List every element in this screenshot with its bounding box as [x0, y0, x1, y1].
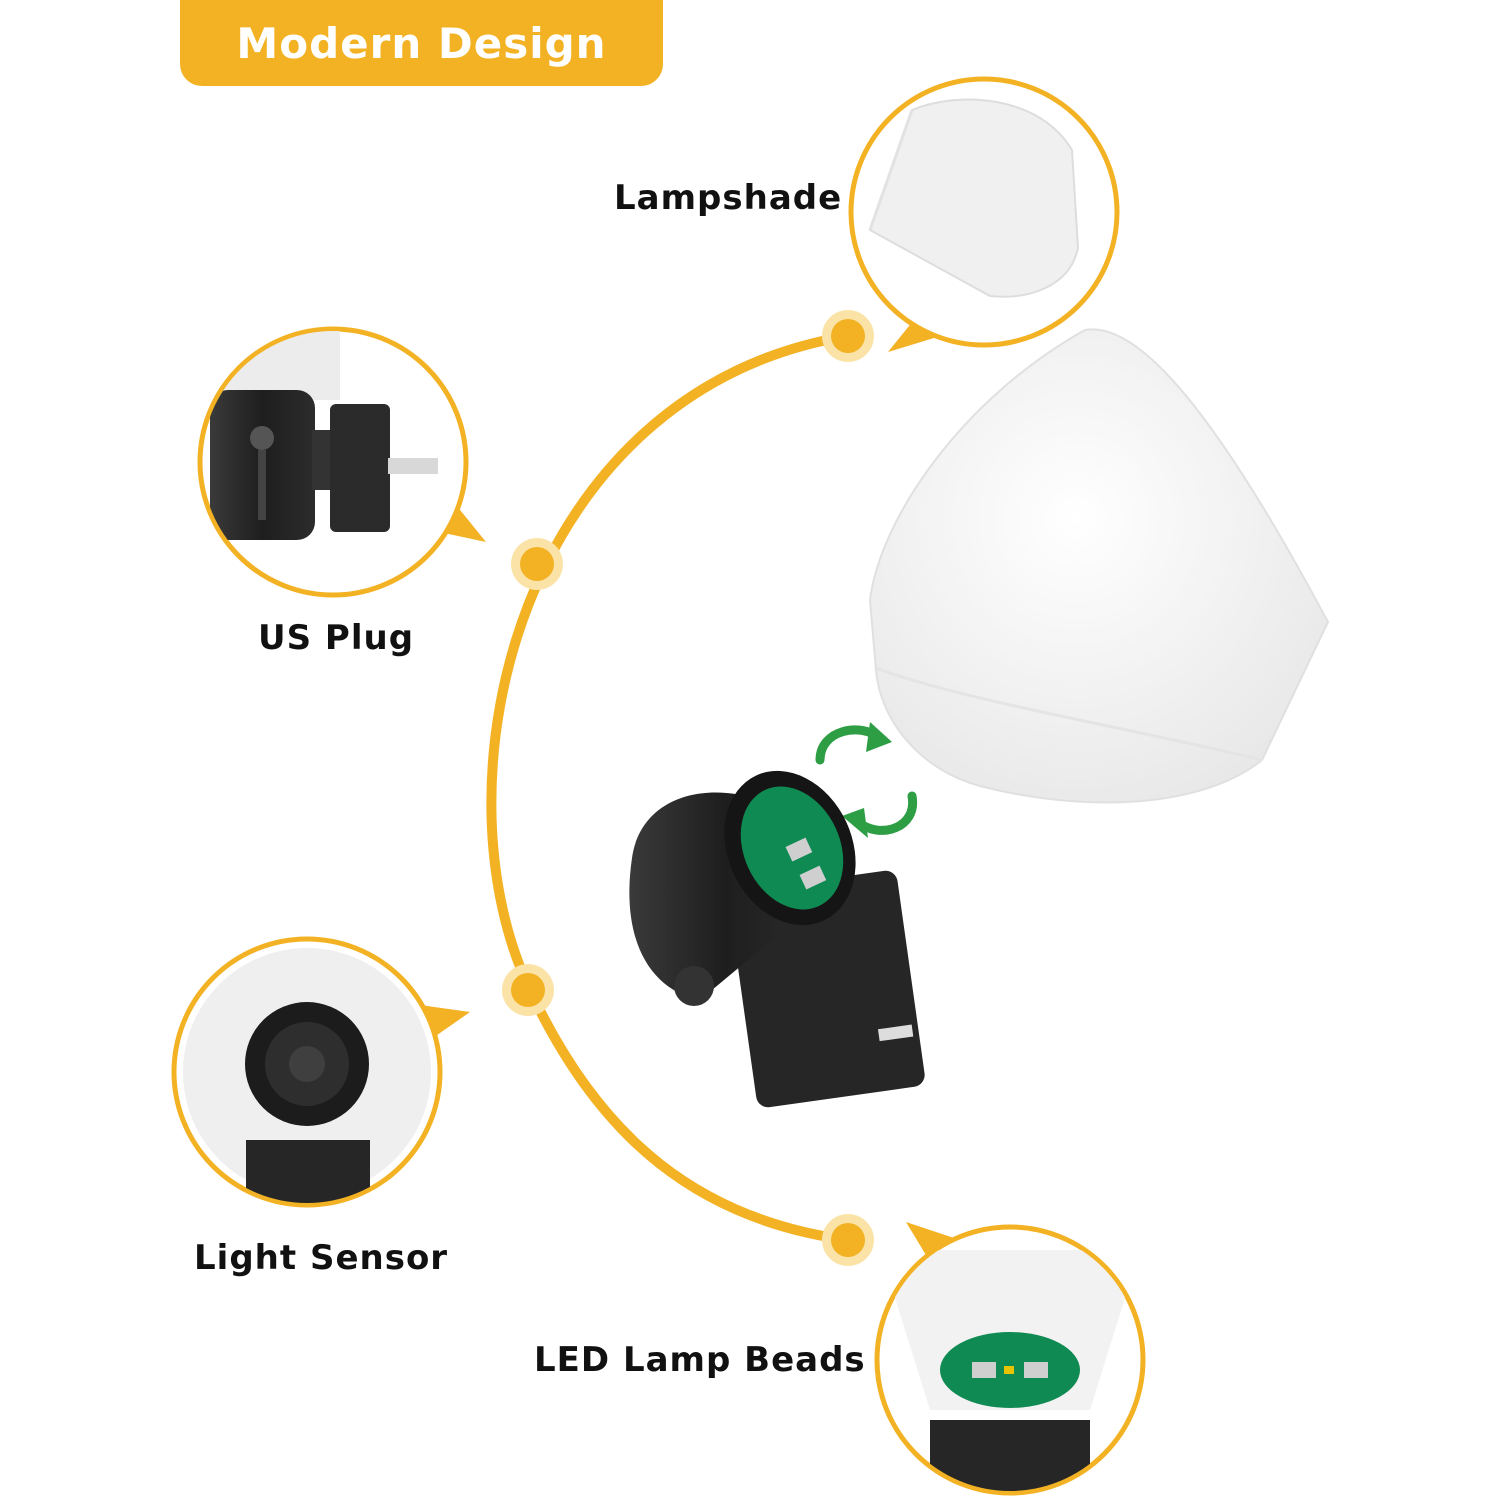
rotate-arrows-icon	[815, 722, 918, 838]
arc-node-lampshade	[822, 310, 874, 362]
title-banner: Modern Design	[180, 0, 663, 86]
callout-us-plug	[197, 326, 469, 598]
pointer-led-beads	[906, 1222, 960, 1270]
banner-title: Modern Design	[236, 19, 607, 68]
label-light-sensor: Light Sensor	[194, 1238, 449, 1278]
label-led-lamp-beads: LED Lamp Beads	[534, 1340, 866, 1380]
callout-lampshade	[848, 76, 1120, 348]
connector-arc	[486, 331, 849, 1245]
lampshade-main	[868, 328, 1330, 804]
label-lampshade: Lampshade	[614, 178, 843, 218]
callout-light-sensor	[171, 936, 443, 1208]
night-light-base	[629, 770, 925, 1108]
arc-node-led-beads	[822, 1214, 874, 1266]
callout-led-beads	[874, 1224, 1146, 1496]
arc-node-light-sensor	[502, 964, 554, 1016]
arc-node-us-plug	[511, 538, 563, 590]
label-us-plug: US Plug	[258, 618, 415, 658]
